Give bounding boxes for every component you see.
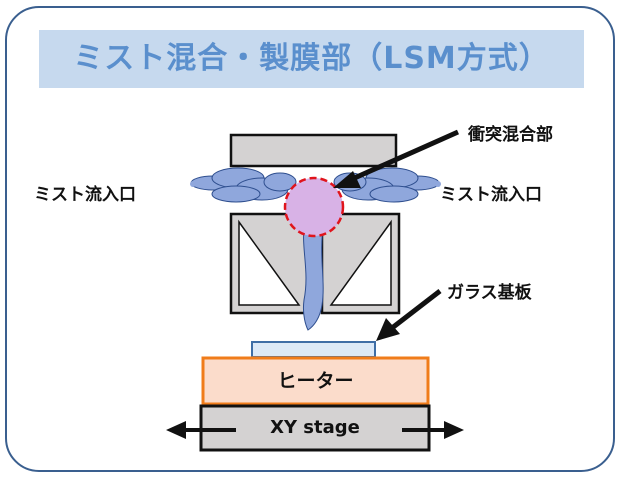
mist-plume: [303, 221, 325, 331]
right-nozzle-cut: [329, 219, 392, 306]
collision-arrow: [333, 129, 460, 188]
left-mist-inlet-label: ミスト流入口: [34, 185, 136, 205]
xy-stage: [199, 404, 431, 452]
stage-right-arrow: [402, 421, 464, 439]
right-inlet-dot: [435, 181, 441, 187]
glass-arrow: [376, 289, 442, 341]
left-mist-cloud: [190, 167, 297, 203]
top-block: [229, 133, 398, 168]
stage-left-arrow: [166, 421, 236, 439]
left-nozzle-cut: [238, 219, 301, 306]
diagram-title: ミスト混合・製膜部（LSM方式）: [73, 41, 550, 76]
collision-zone-label: 衝突混合部: [468, 125, 553, 145]
heater-label: ヒーター: [277, 370, 354, 392]
title-band: [39, 30, 584, 88]
collision-zone: [283, 176, 345, 238]
heater: [201, 356, 430, 406]
right-mist-inlet-label: ミスト流入口: [440, 185, 542, 205]
xy-stage-label: XY stage: [270, 417, 360, 438]
glass-substrate: [251, 341, 376, 358]
left-inlet-dot: [190, 181, 196, 187]
glass-substrate-label: ガラス基板: [447, 283, 532, 303]
